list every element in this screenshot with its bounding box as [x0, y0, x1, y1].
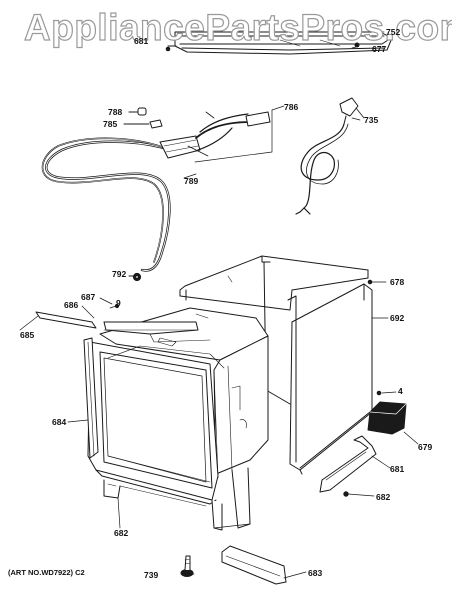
callout-681: 681	[134, 36, 149, 46]
nut-792	[128, 272, 142, 282]
leveling-leg-739	[180, 555, 194, 577]
callout-752: 752	[386, 27, 401, 37]
screw-icon	[367, 279, 373, 285]
callout-788: 788	[108, 107, 123, 117]
power-cord-735	[295, 97, 365, 215]
callout-684: 684	[52, 417, 67, 427]
fitting-788	[128, 107, 147, 116]
callout-786: 786	[284, 102, 299, 112]
screw-icon	[376, 390, 382, 396]
callout-679: 679	[418, 442, 433, 452]
callout-685: 685	[20, 330, 35, 340]
art-number: (ART NO.WD7922) C2	[8, 568, 85, 577]
callout-692: 692	[390, 313, 405, 323]
leader-lines	[19, 31, 419, 579]
callout-682-bottom: 682	[114, 528, 129, 538]
hose-789	[41, 137, 172, 272]
callout-785: 785	[103, 119, 118, 129]
callout-4: 4	[398, 386, 403, 396]
harness-786	[159, 109, 273, 163]
callout-683: 683	[308, 568, 323, 578]
screw-icon	[354, 42, 360, 48]
tub-assembly	[87, 307, 269, 531]
trim-strip-685	[35, 311, 97, 329]
callout-687: 687	[81, 292, 96, 302]
screw-icon	[343, 491, 349, 497]
side-panel-692	[179, 255, 373, 475]
callout-678: 678	[390, 277, 405, 287]
callout-735: 735	[364, 115, 379, 125]
watermark-logo: AppliancePartsPros.com	[23, 6, 452, 48]
clip-785	[123, 119, 163, 129]
callout-677: 677	[372, 44, 387, 54]
callout-9: 9	[116, 298, 121, 308]
callout-789: 789	[184, 176, 199, 186]
top-trim-strip	[165, 31, 393, 55]
side-trim-684	[83, 337, 99, 459]
block-679	[367, 401, 407, 435]
screw-icon	[165, 46, 171, 52]
callout-686: 686	[64, 300, 79, 310]
callout-739: 739	[144, 570, 159, 580]
toe-plate-683	[221, 545, 287, 585]
callout-792: 792	[112, 269, 127, 279]
callout-682-right: 682	[376, 492, 391, 502]
callout-681-lower: 681	[390, 464, 405, 474]
bracket-681	[319, 435, 377, 493]
